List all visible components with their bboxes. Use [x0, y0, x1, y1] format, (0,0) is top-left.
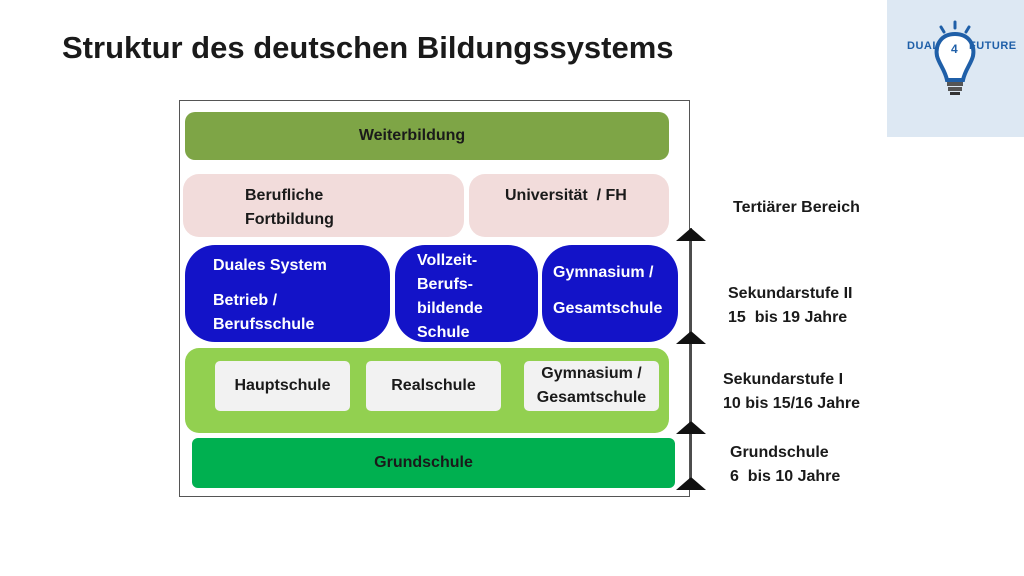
- box-weiterbildung: Weiterbildung: [185, 112, 669, 160]
- duales-line-1: Duales System: [213, 257, 327, 274]
- grundschule-label: Grundschule: [374, 454, 473, 471]
- box-realschule: Realschule: [366, 361, 501, 411]
- arrow-head-sek2: [676, 331, 706, 344]
- level-grund-ages: 6 bis 10 Jahre: [730, 468, 841, 485]
- duales-line-3: Berufsschule: [213, 316, 315, 333]
- gym2-line-2: Gesamtschule: [553, 300, 663, 317]
- logo-word-left: DUAL: [907, 40, 940, 52]
- hauptschule-label: Hauptschule: [234, 377, 331, 394]
- page-title: Struktur des deutschen Bildungssystems: [62, 30, 674, 65]
- arrow-head-sek1: [676, 421, 706, 434]
- box-duales-system: Duales System Betrieb / Berufsschule: [185, 245, 390, 342]
- box-gymnasium-sek2: Gymnasium / Gesamtschule: [542, 245, 678, 342]
- vollzeit-line-3: bildende: [417, 300, 483, 317]
- level-tertiaer-label: Tertiärer Bereich: [733, 199, 860, 216]
- logo-digit: 4: [951, 42, 958, 56]
- level-sekundarstufe-1: Sekundarstufe I 10 bis 15/16 Jahre: [723, 368, 860, 416]
- box-grundschule: Grundschule: [192, 438, 675, 488]
- dual4future-logo: DUAL FUTURE 4: [887, 0, 1024, 137]
- gym1-line-1: Gymnasium /: [541, 365, 642, 382]
- logo-word-right: FUTURE: [969, 40, 1017, 52]
- level-grundschule: Grundschule 6 bis 10 Jahre: [730, 441, 840, 489]
- weiterbildung-label: Weiterbildung: [358, 127, 466, 144]
- box-vollzeit-berufsbildende-schule: Vollzeit- Berufs- bildende Schule: [395, 245, 538, 342]
- arrow-head-grund: [676, 477, 706, 490]
- box-gymnasium-sek1: Gymnasium / Gesamtschule: [524, 361, 659, 411]
- level-sek2-name: Sekundarstufe II: [728, 285, 853, 302]
- box-universitaet: Universität / FH: [469, 174, 669, 237]
- vollzeit-line-1: Vollzeit-: [417, 252, 478, 269]
- level-sek1-ages: 10 bis 15/16 Jahre: [723, 395, 860, 412]
- level-tertiaer: Tertiärer Bereich: [733, 196, 860, 220]
- level-sekundarstufe-2: Sekundarstufe II 15 bis 19 Jahre: [728, 282, 852, 330]
- gym1-line-2: Gesamtschule: [536, 389, 647, 406]
- duales-line-2: Betrieb /: [213, 292, 278, 309]
- vollzeit-line-4: Schule: [417, 324, 470, 341]
- lightbulb-icon: [934, 20, 976, 95]
- gym2-line-1: Gymnasium /: [553, 264, 654, 281]
- level-sek1-name: Sekundarstufe I: [723, 371, 844, 388]
- box-hauptschule: Hauptschule: [215, 361, 350, 411]
- fortbildung-line-2: Fortbildung: [245, 211, 334, 228]
- level-grund-name: Grundschule: [730, 444, 829, 461]
- fortbildung-line-1: Berufliche: [245, 187, 324, 204]
- level-sek2-ages: 15 bis 19 Jahre: [728, 309, 848, 326]
- arrow-head-tertiaer: [676, 228, 706, 241]
- level-arrow-axis: [676, 228, 706, 490]
- universitaet-label: Universität / FH: [505, 187, 627, 204]
- realschule-label: Realschule: [391, 377, 476, 394]
- vollzeit-line-2: Berufs-: [417, 276, 474, 293]
- box-berufliche-fortbildung: Berufliche Fortbildung: [183, 174, 464, 237]
